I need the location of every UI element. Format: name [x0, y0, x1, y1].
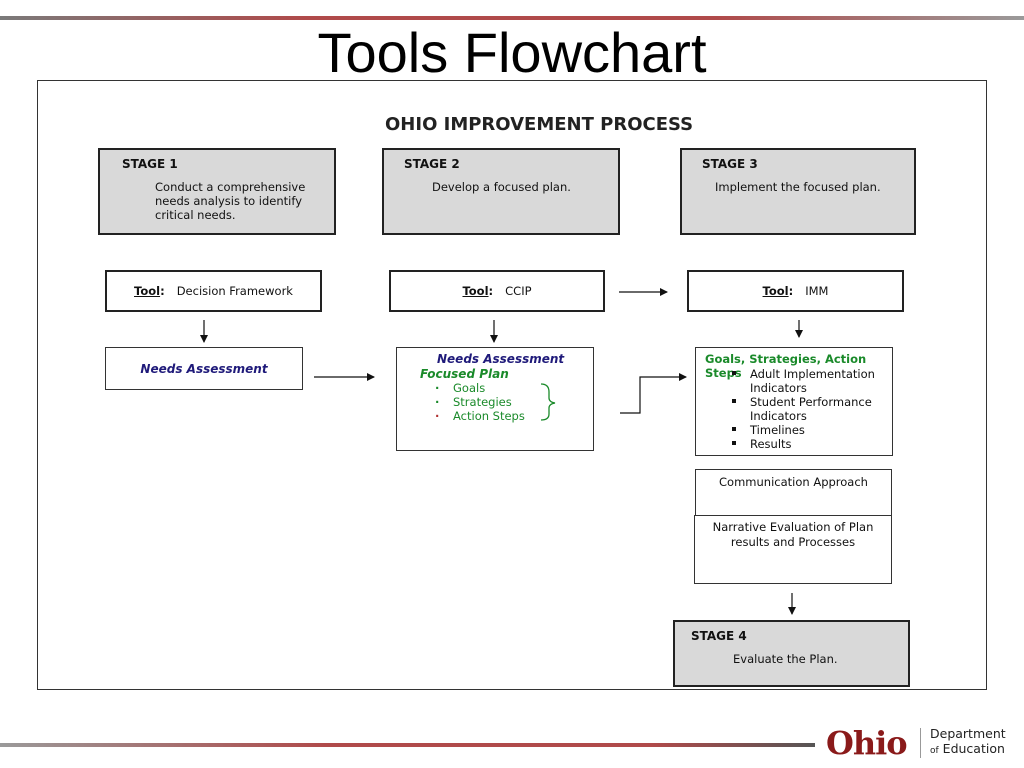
diagram-frame [37, 80, 987, 690]
tool-box-decision-framework: Tool: Decision Framework [105, 270, 322, 312]
communication-approach-label: Communication Approach [719, 475, 868, 489]
stage-1-box: STAGE 1 Conduct a comprehensive needs an… [98, 148, 336, 235]
action-steps-heading: Goals, Strategies, Action Steps [705, 352, 867, 380]
list-item: Results [706, 437, 886, 451]
tool-name: CCIP [505, 284, 532, 298]
action-steps-box: Goals, Strategies, Action Steps Adult Im… [695, 347, 893, 456]
stage-description: Evaluate the Plan. [733, 652, 838, 666]
stage-title: STAGE 2 [404, 157, 460, 171]
stage-4-box: STAGE 4 Evaluate the Plan. [673, 620, 910, 687]
tool-name: IMM [805, 284, 829, 298]
focused-plan-label: Focused Plan [420, 367, 509, 381]
tool-label: Tool [762, 284, 789, 298]
needs-assessment-label: Needs Assessment [437, 352, 565, 366]
ohio-education-logo: Ohio Department of Education [826, 722, 1016, 762]
stage-description: Implement the focused plan. [715, 180, 881, 194]
needs-assessment-box: Needs Assessment [105, 347, 303, 390]
logo-dept-line2: Education [942, 741, 1005, 756]
tool-colon: : [160, 284, 165, 298]
stage-title: STAGE 3 [702, 157, 758, 171]
top-divider [0, 16, 1024, 20]
action-steps-list: Adult Implementation Indicators Student … [706, 367, 886, 451]
tool-box-imm: Tool: IMM [687, 270, 904, 312]
slide-title: Tools Flowchart [317, 21, 707, 84]
list-item: Timelines [706, 423, 886, 437]
stage-title: STAGE 1 [122, 157, 178, 171]
list-item: Student Performance Indicators [706, 395, 886, 423]
tool-colon: : [788, 284, 794, 298]
focused-plan-list: Goals Strategies Action Steps [427, 381, 525, 423]
narrative-evaluation-box: Narrative Evaluation of Plan results and… [694, 515, 892, 584]
list-item: Action Steps [427, 409, 525, 423]
logo-dept-line1: Department [930, 726, 1006, 741]
list-item: Adult Implementation Indicators [706, 367, 886, 395]
focused-plan-box: Needs Assessment Focused Plan Goals Stra… [396, 347, 594, 451]
tool-name: Decision Framework [176, 284, 293, 298]
tool-colon: : [488, 284, 494, 298]
stage-2-box: STAGE 2 Develop a focused plan. [382, 148, 620, 235]
tool-box-ccip: Tool: CCIP [389, 270, 605, 312]
list-item: Strategies [427, 395, 525, 409]
logo-brand: Ohio [826, 724, 908, 762]
tool-label: Tool [134, 284, 161, 298]
stage-title: STAGE 4 [691, 629, 747, 643]
tool-label: Tool [462, 284, 489, 298]
logo-department: Department of Education [930, 726, 1006, 759]
stage-description: Conduct a comprehensive needs analysis t… [155, 180, 306, 222]
stage-3-box: STAGE 3 Implement the focused plan. [680, 148, 916, 235]
communication-approach-box: Communication Approach [695, 469, 892, 517]
bottom-divider [0, 743, 815, 747]
needs-assessment-label: Needs Assessment [140, 361, 268, 376]
curly-brace [540, 383, 556, 421]
arrow-plan-to-steps [620, 373, 687, 414]
logo-divider [920, 728, 921, 758]
process-title: OHIO IMPROVEMENT PROCESS [385, 114, 694, 135]
narrative-evaluation-label: Narrative Evaluation of Plan results and… [712, 520, 874, 549]
list-item: Goals [427, 381, 525, 395]
logo-dept-of: of [930, 746, 939, 756]
stage-description: Develop a focused plan. [432, 180, 571, 194]
